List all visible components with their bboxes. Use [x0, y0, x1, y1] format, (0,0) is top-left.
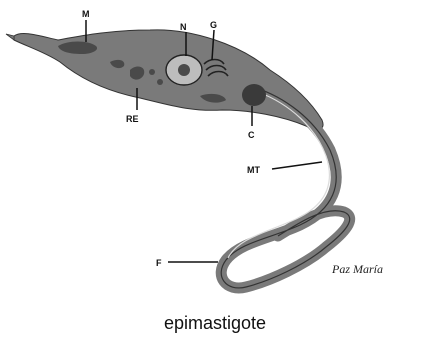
kinetoplast	[242, 84, 266, 106]
label-c: C	[248, 130, 255, 140]
label-m: M	[82, 9, 90, 19]
author-signature: Paz María	[332, 262, 383, 277]
figure-caption: epimastigote	[150, 313, 280, 334]
er-vesicle	[157, 79, 163, 85]
label-n: N	[180, 22, 187, 32]
label-f: F	[156, 258, 162, 268]
label-mt: MT	[247, 165, 260, 175]
label-re: RE	[126, 114, 139, 124]
anterior-tip	[6, 34, 14, 40]
er-vesicle	[149, 69, 155, 75]
leader-line-mt	[272, 162, 322, 169]
label-g: G	[210, 20, 217, 30]
nucleolus	[178, 64, 190, 76]
cell-body	[14, 30, 323, 130]
